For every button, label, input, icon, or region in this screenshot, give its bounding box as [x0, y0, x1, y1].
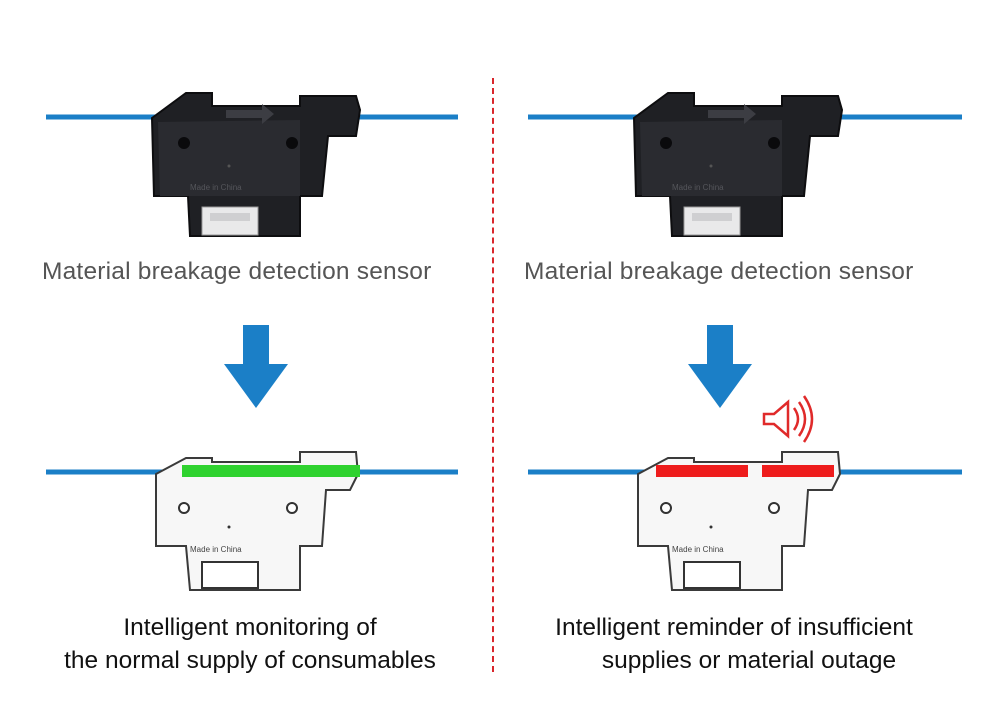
sensor-label-text-sketch: Made in China [190, 545, 242, 554]
bottom-caption: Intelligent reminder of insufficient sup… [524, 611, 944, 677]
down-arrow-icon [688, 325, 752, 408]
sensor-label-text: Made in China [672, 183, 724, 192]
sensor-label-text-sketch: Made in China [672, 545, 724, 554]
bottom-caption-line2: supplies or material outage [601, 647, 897, 674]
sensor-label-text: Made in China [190, 183, 242, 192]
status-bar-broken-right [762, 465, 834, 477]
bottom-caption-line1: Intelligent reminder of insufficient [555, 614, 913, 641]
status-bar-broken-left [656, 465, 748, 477]
sensor-dark: Made in China [632, 92, 844, 237]
down-arrow-icon [224, 325, 288, 408]
bottom-caption-line1: Intelligent monitoring of [123, 614, 377, 641]
top-caption: Material breakage detection sensor [42, 258, 432, 285]
sensor-dark: Made in China [150, 92, 362, 237]
bottom-caption: Intelligent monitoring of the normal sup… [38, 611, 462, 677]
status-bar-normal [182, 465, 360, 477]
speaker-alarm-icon [762, 395, 814, 443]
sensor-sketch: Made in China [637, 451, 842, 591]
sensor-sketch: Made in China [155, 451, 360, 591]
center-divider [492, 78, 494, 672]
left-panel: Made in China Made in China Material bre… [38, 92, 462, 677]
right-illustration: Made in China Made in China [528, 92, 962, 591]
top-caption: Material breakage detection sensor [524, 258, 914, 285]
bottom-caption-line2: the normal supply of consumables [64, 647, 436, 674]
right-panel: Made in China Made in China Material b [500, 0, 1000, 716]
left-illustration: Made in China Made in China [46, 92, 458, 591]
